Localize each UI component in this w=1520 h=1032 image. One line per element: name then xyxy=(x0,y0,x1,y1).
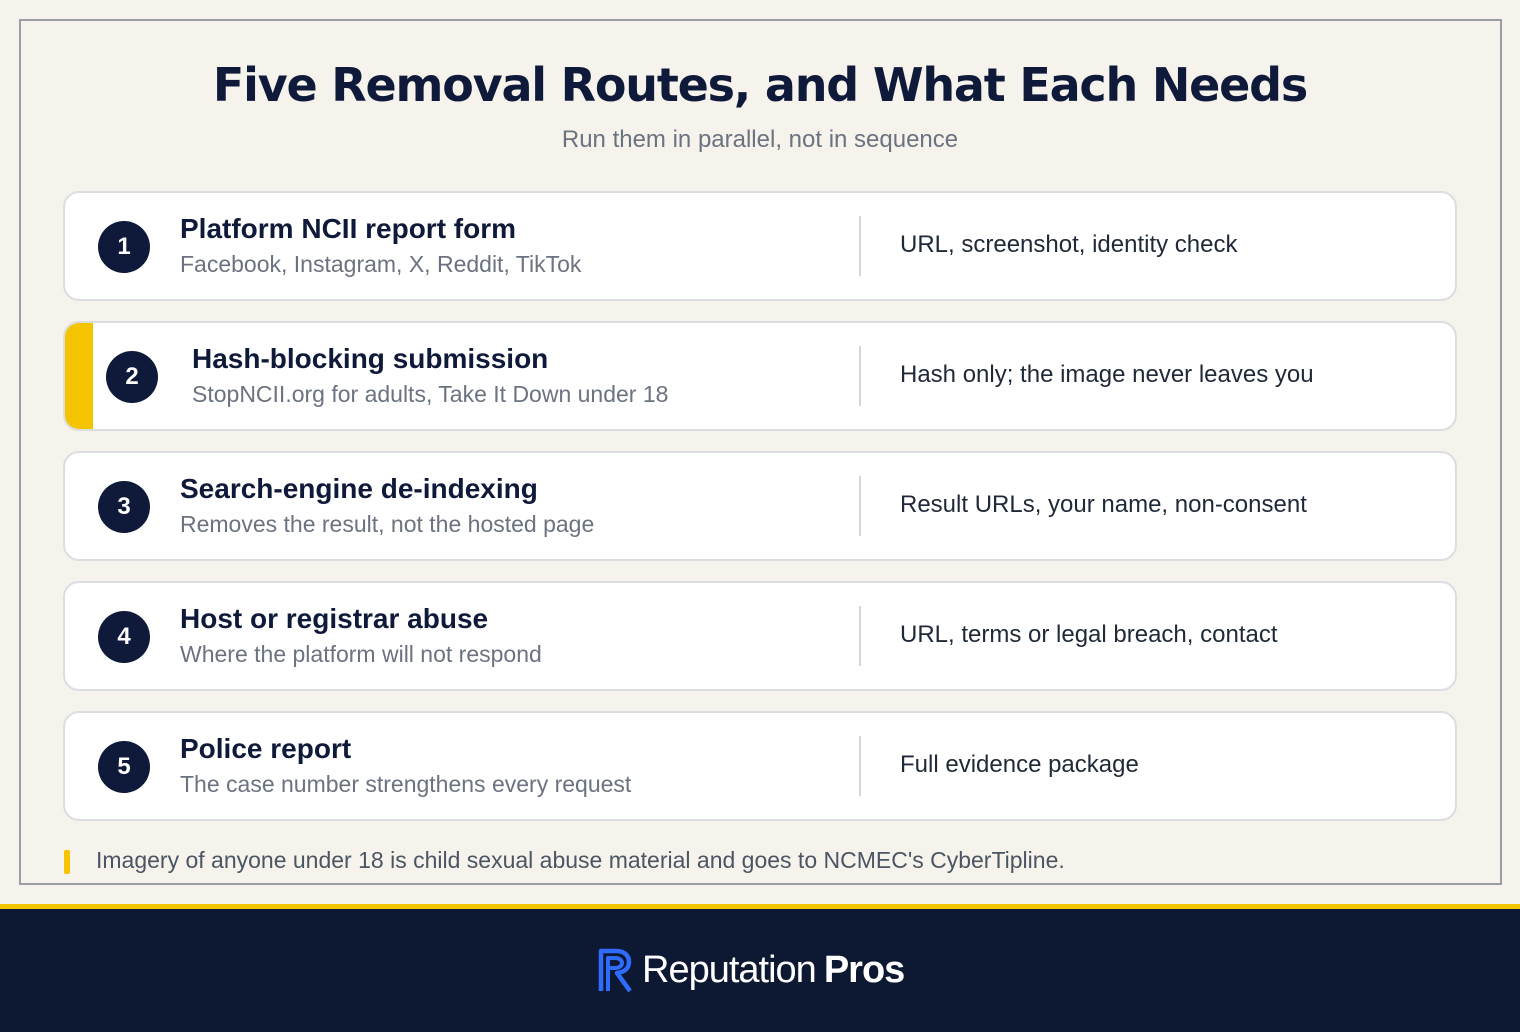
column-divider xyxy=(859,606,861,666)
page-subtitle: Run them in parallel, not in sequence xyxy=(561,126,959,153)
route-subtitle: Where the platform will not respond xyxy=(180,641,542,667)
route-card-platform-report: 1 Platform NCII report form Facebook, In… xyxy=(63,191,1457,301)
route-card-police-report: 5 Police report The case number strength… xyxy=(63,711,1457,821)
route-card-search-deindexing: 3 Search-engine de-indexing Removes the … xyxy=(63,451,1457,561)
note-accent-bar xyxy=(64,850,70,874)
brand-name-bold: Pros xyxy=(823,948,905,991)
route-number-badge: 1 xyxy=(98,221,150,273)
page-title: Five Removal Routes, and What Each Needs xyxy=(212,58,1308,112)
brand-logo[interactable]: Reputation Pros xyxy=(598,945,905,995)
route-subtitle: Facebook, Instagram, X, Reddit, TikTok xyxy=(180,251,582,277)
column-divider xyxy=(859,346,861,406)
column-divider xyxy=(859,476,861,536)
route-needs: Hash only; the image never leaves you xyxy=(900,361,1314,388)
route-number-badge: 5 xyxy=(98,741,150,793)
route-title: Police report xyxy=(180,733,352,764)
route-needs: URL, screenshot, identity check xyxy=(900,231,1238,258)
footnote: Imagery of anyone under 18 is child sexu… xyxy=(96,847,1065,873)
route-title: Search-engine de-indexing xyxy=(180,473,538,504)
column-divider xyxy=(859,216,861,276)
route-needs: Result URLs, your name, non-consent xyxy=(900,491,1307,518)
brand-footer: Reputation Pros xyxy=(0,904,1520,1032)
route-subtitle: Removes the result, not the hosted page xyxy=(180,511,595,537)
route-title: Hash-blocking submission xyxy=(192,343,549,374)
route-title: Host or registrar abuse xyxy=(180,603,489,634)
route-card-host-abuse: 4 Host or registrar abuse Where the plat… xyxy=(63,581,1457,691)
route-number-badge: 4 xyxy=(98,611,150,663)
route-subtitle: The case number strengthens every reques… xyxy=(180,771,632,797)
route-card-hash-blocking: 2 Hash-blocking submission StopNCII.org … xyxy=(63,321,1457,431)
route-subtitle: StopNCII.org for adults, Take It Down un… xyxy=(192,381,669,407)
brand-name-light: Reputation xyxy=(642,948,817,991)
route-number-badge: 3 xyxy=(98,481,150,533)
r-logo-icon xyxy=(598,948,632,993)
column-divider xyxy=(859,736,861,796)
highlight-accent-bar xyxy=(65,323,93,429)
route-number-badge: 2 xyxy=(106,351,158,403)
route-needs: Full evidence package xyxy=(900,751,1139,778)
route-needs: URL, terms or legal breach, contact xyxy=(900,621,1278,648)
route-title: Platform NCII report form xyxy=(180,213,517,244)
